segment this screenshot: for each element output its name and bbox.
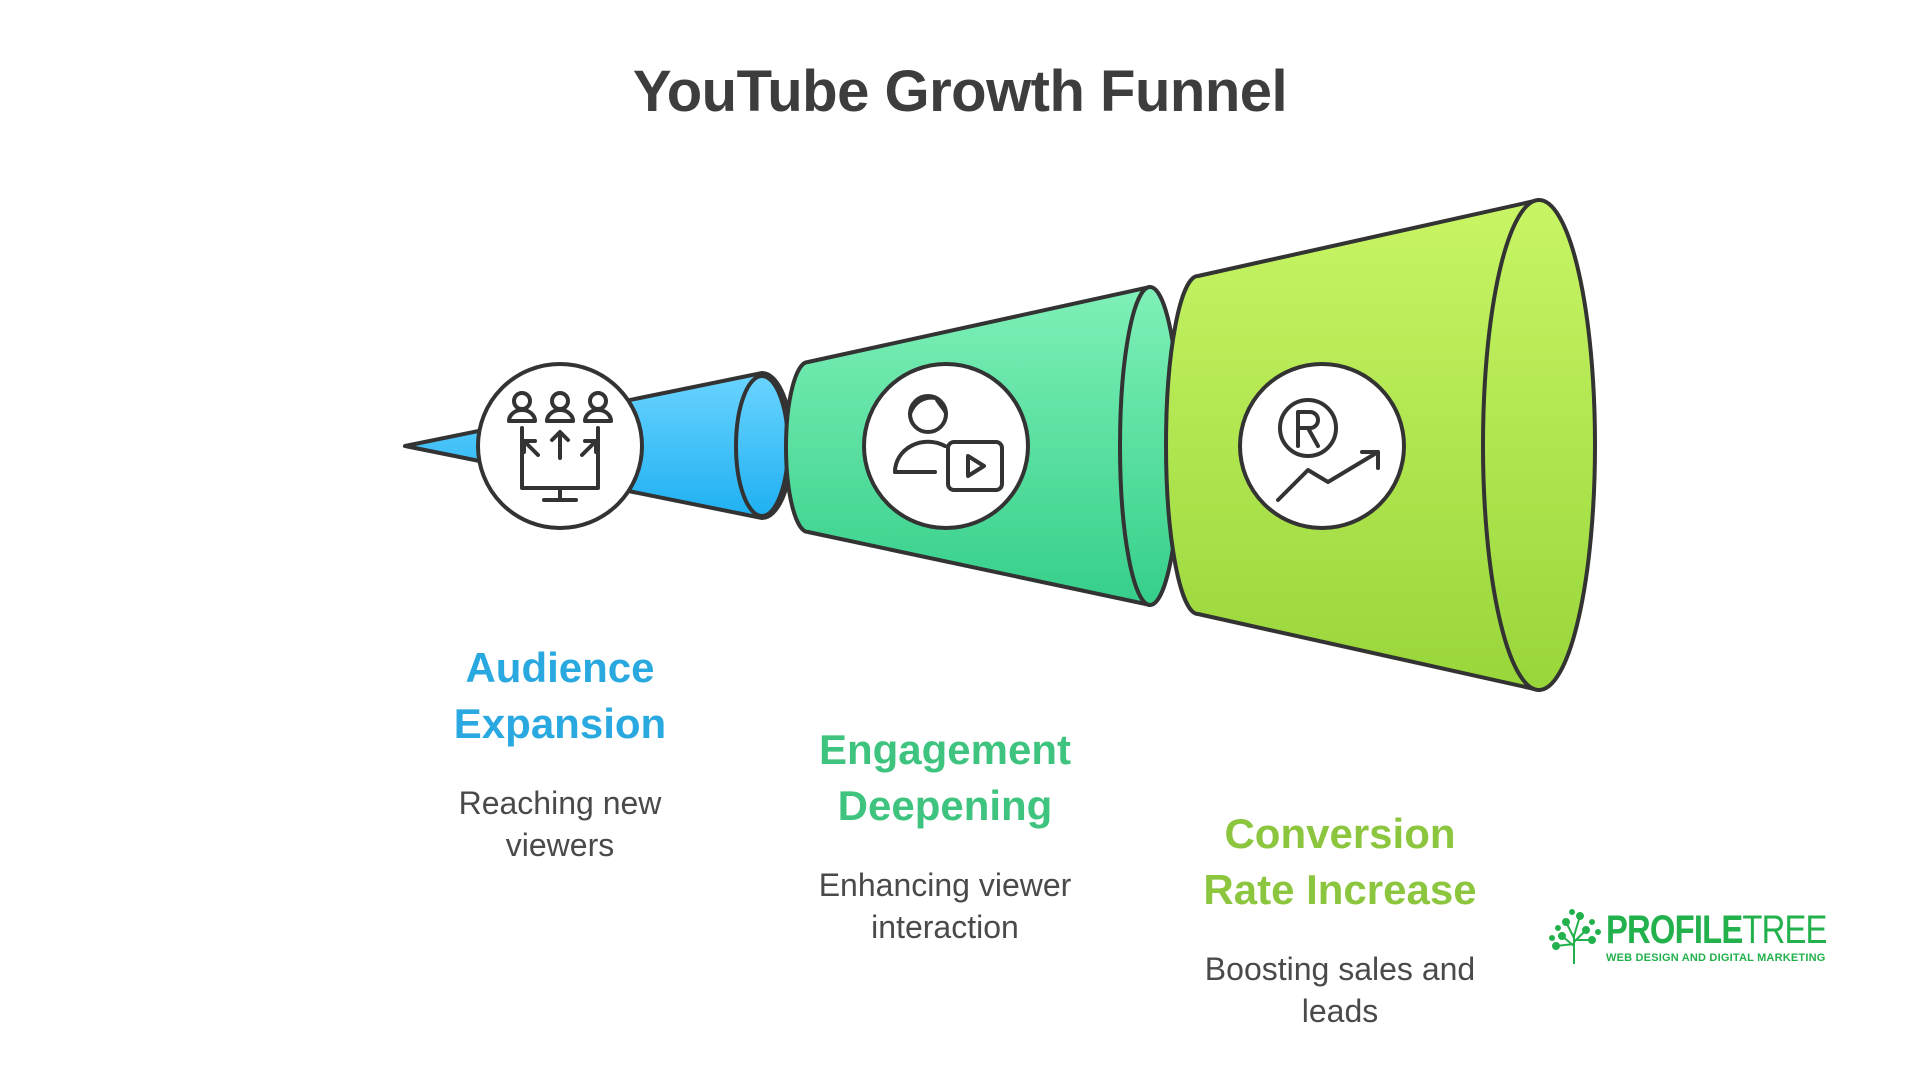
stage-desc-line: viewers: [505, 827, 615, 863]
logo-word-thin: TREE: [1742, 908, 1827, 952]
stage-engagement-text: Engagement Deepening Enhancing viewer in…: [790, 722, 1100, 948]
stage-description: Reaching new viewers: [420, 782, 700, 866]
page-title: YouTube Growth Funnel: [632, 59, 1288, 124]
stage-description: Enhancing viewer interaction: [790, 864, 1100, 948]
stage-conversion-text: Conversion Rate Increase Boosting sales …: [1170, 806, 1510, 1032]
logo-wordmark: PROFILETREE: [1606, 908, 1827, 953]
stage-title-line: Audience: [465, 644, 655, 691]
stage-description: Boosting sales and leads: [1170, 948, 1510, 1032]
stage-desc-line: interaction: [871, 909, 1019, 945]
logo-word-bold: PROFILE: [1606, 908, 1743, 952]
stage-desc-line: leads: [1301, 993, 1379, 1029]
stage-title-line: Engagement: [818, 726, 1072, 773]
profiletree-logo: PROFILETREE WEB DESIGN AND DIGITAL MARKE…: [1548, 906, 1827, 966]
stage-desc-line: Reaching new: [458, 785, 662, 821]
stage-desc-line: Boosting sales and: [1204, 951, 1476, 987]
stage-title-line: Deepening: [837, 782, 1053, 829]
stage-title: Conversion Rate Increase: [1170, 806, 1510, 918]
stage-title-line: Expansion: [453, 700, 667, 747]
viewer-video-icon: [862, 362, 1030, 530]
tree-logo-icon: [1549, 909, 1601, 964]
stage-title: Engagement Deepening: [790, 722, 1100, 834]
logo-tagline: WEB DESIGN AND DIGITAL MARKETING: [1606, 952, 1826, 964]
audience-monitor-icon: [476, 362, 644, 530]
stage-desc-line: Enhancing viewer: [818, 867, 1072, 903]
stage-audience-text: Audience Expansion Reaching new viewers: [420, 640, 700, 866]
stage-title-line: Rate Increase: [1203, 866, 1477, 913]
registered-growth-icon: [1238, 362, 1406, 530]
stage-title: Audience Expansion: [420, 640, 700, 752]
stage-title-line: Conversion: [1224, 810, 1456, 857]
